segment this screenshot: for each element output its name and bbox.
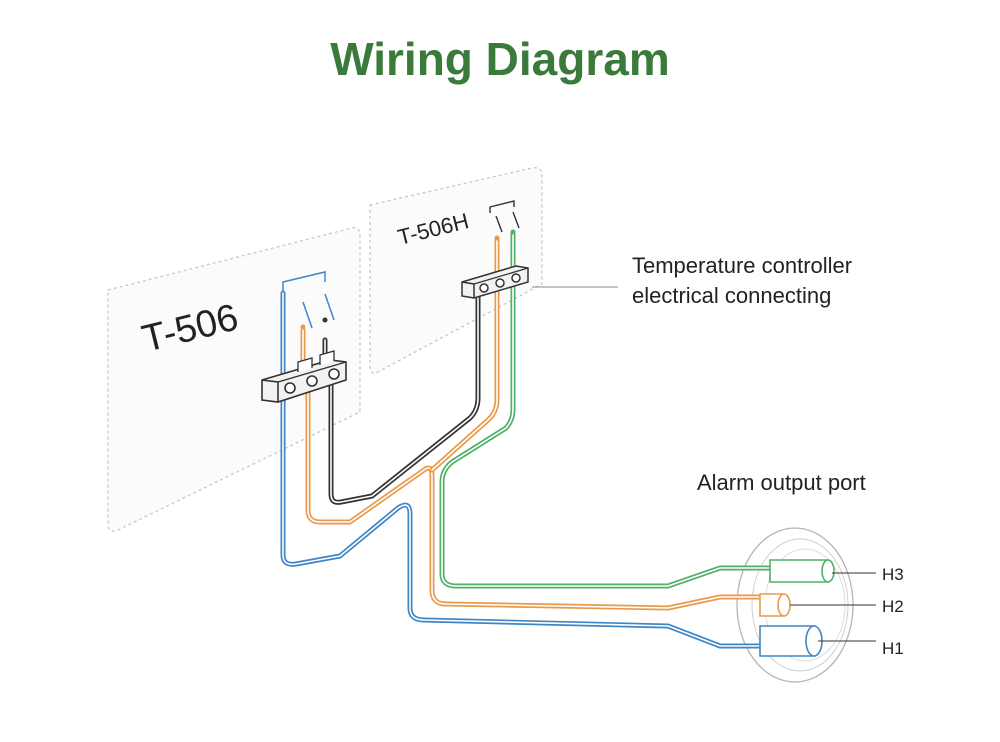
page-title: Wiring Diagram	[330, 33, 670, 85]
terminal-block-t506	[261, 350, 347, 403]
pin-h1-cylinder	[759, 625, 823, 657]
alarm-port-label: Alarm output port	[697, 470, 866, 495]
controller-label-line2: electrical connecting	[632, 283, 831, 308]
terminal-block-t506h	[461, 265, 529, 299]
wire-green-core	[441, 233, 827, 587]
wire-orange-t506h-core	[431, 239, 498, 471]
pin-label-h3: H3	[882, 565, 904, 584]
panel-t506: T-506	[107, 227, 361, 532]
relay-switch-t506h	[489, 200, 520, 241]
pin-h2-cylinder	[759, 593, 791, 617]
controller-label-line1: Temperature controller	[632, 253, 852, 278]
wires	[280, 231, 835, 657]
relay-switch-t506	[282, 271, 335, 330]
panel-t506h: T-506H	[369, 167, 543, 374]
pin-h3-cylinder	[769, 559, 835, 583]
pin-label-h2: H2	[882, 597, 904, 616]
pin-label-h1: H1	[882, 639, 904, 658]
wire-blue-core	[282, 292, 813, 647]
